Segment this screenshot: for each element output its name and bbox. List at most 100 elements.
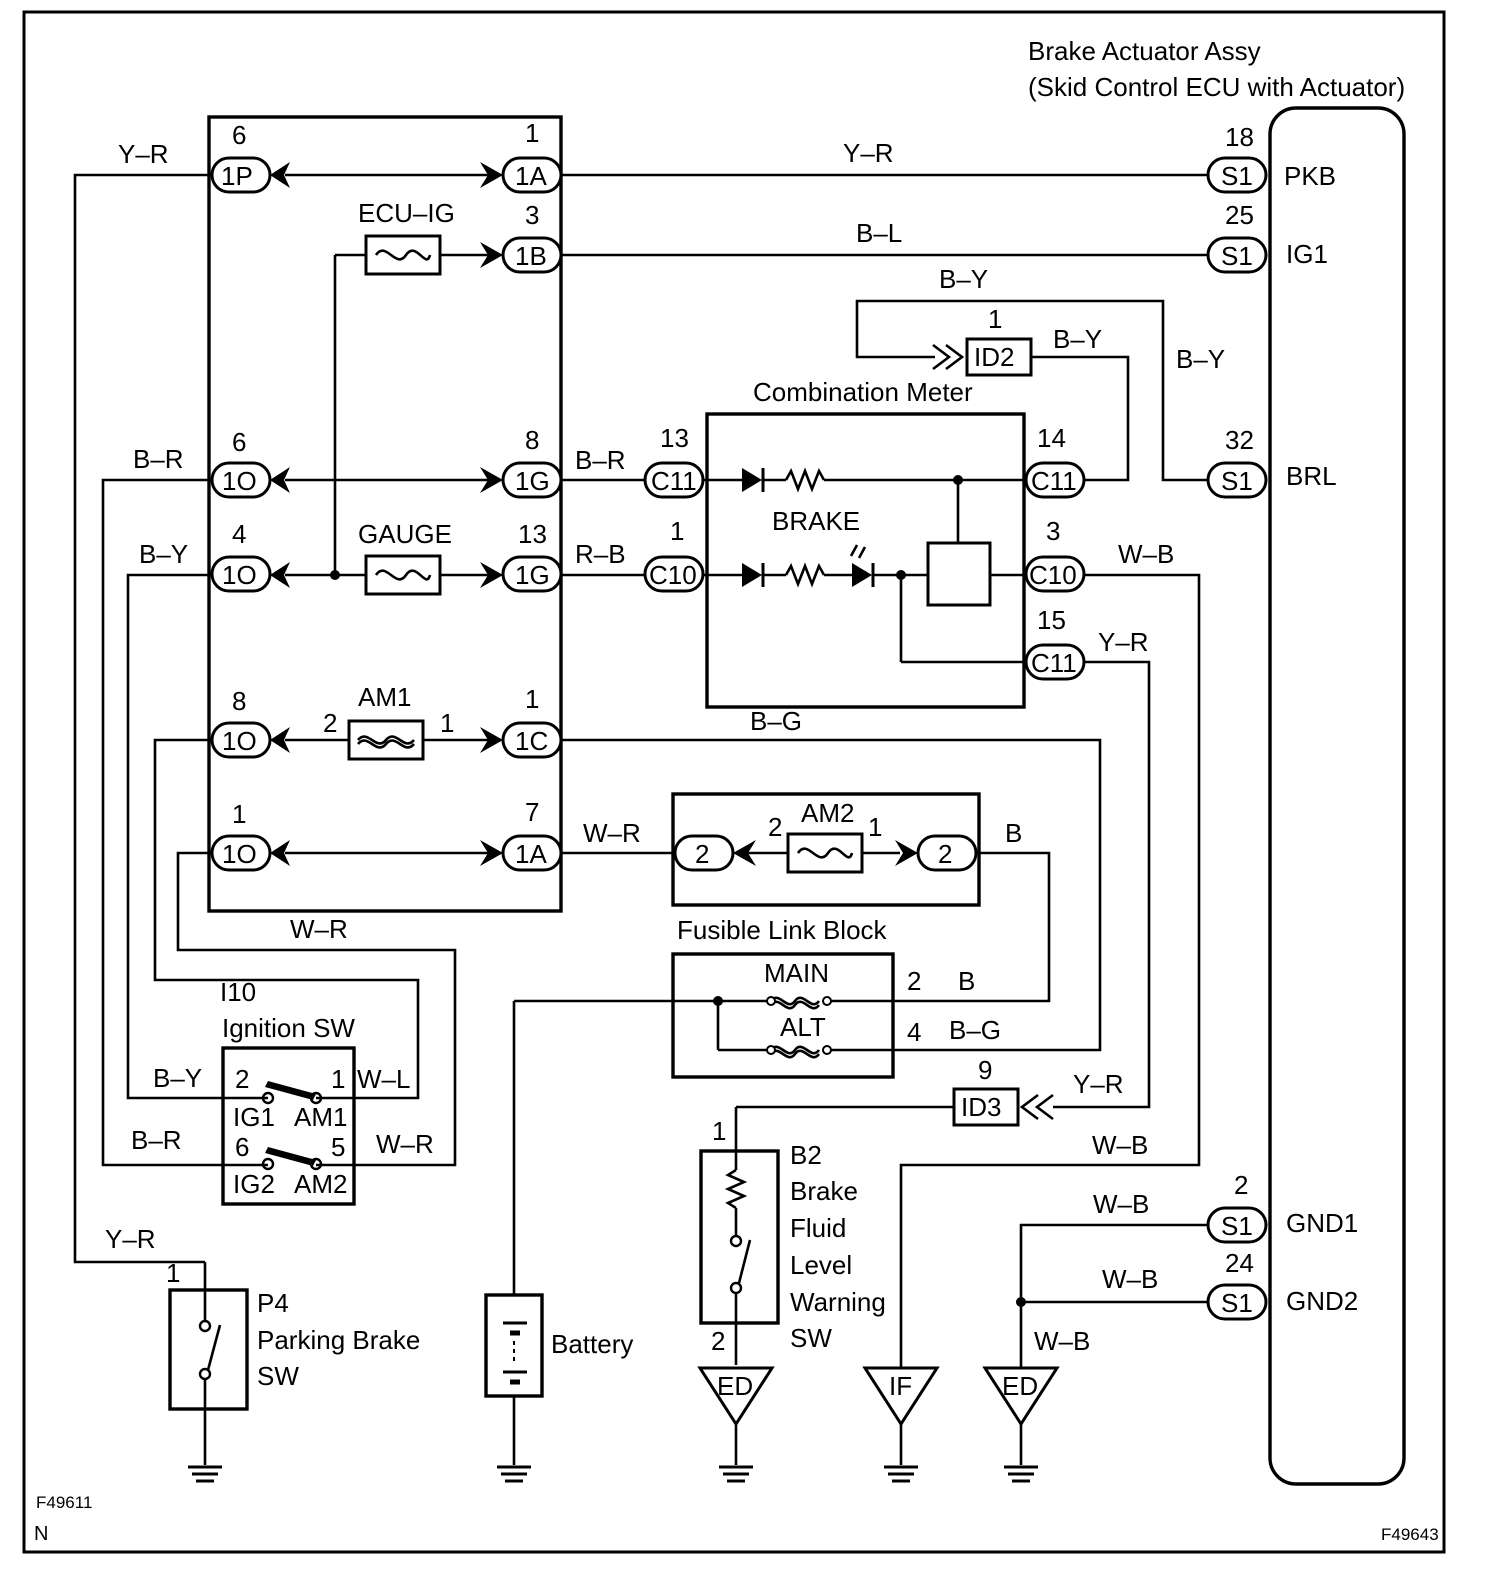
fuse-am2-label: AM2 [801, 798, 854, 828]
brake-actuator-assy: Brake Actuator Assy (Skid Control ECU wi… [1028, 36, 1406, 1486]
gnd2-signal: GND2 [1286, 1286, 1358, 1316]
wire-label: B [958, 966, 975, 996]
bfl-code: B2 [790, 1140, 822, 1170]
conn-1b-pin: 3 [525, 200, 539, 230]
parking-sw-line2: SW [257, 1361, 299, 1391]
meter-ic [926, 541, 992, 607]
c10-3-pin: 3 [1046, 516, 1060, 546]
id2-connector: ID2 1 [932, 304, 1033, 377]
c11-13-pin: 13 [660, 423, 689, 453]
earth-parking [188, 1465, 222, 1483]
wire-label: B–R [131, 1125, 182, 1155]
battery-label: Battery [551, 1329, 633, 1359]
wire-label: Y–R [1073, 1069, 1124, 1099]
ign-pin-6: 6 [235, 1132, 249, 1162]
earth-battery [497, 1465, 531, 1483]
wire-label: B–G [949, 1015, 1001, 1045]
conn-1p-label: 1P [221, 161, 253, 191]
ground-ed-right-label: ED [1002, 1371, 1038, 1401]
brake-actuator-title: Brake Actuator Assy [1028, 36, 1261, 66]
figure-code-left: F49611 [36, 1493, 92, 1512]
wire-label: W–B [1034, 1326, 1090, 1356]
c11-14-label: C11 [1031, 466, 1077, 496]
fuse-am1-pin-left: 2 [323, 708, 337, 738]
outer-frame [22, 10, 1446, 1554]
bfl-line4: Warning [790, 1287, 886, 1317]
wire-label: W–B [1102, 1264, 1158, 1294]
conn-1o-c-pin: 8 [232, 686, 246, 716]
ground-if: IF [862, 1366, 940, 1465]
c11-15-label: C11 [1031, 648, 1077, 678]
s1-gnd2-pin: 24 [1225, 1248, 1254, 1278]
ground-ed-left: ED [697, 1366, 775, 1465]
conn-1o-d-pin: 1 [232, 799, 246, 829]
conn-1o-b-pin: 4 [232, 519, 246, 549]
ig1-signal: IG1 [1286, 239, 1328, 269]
id3-pin: 9 [978, 1055, 992, 1085]
ground-ed-left-label: ED [717, 1371, 753, 1401]
c11-14-pin: 14 [1037, 423, 1066, 453]
conn-1a-bottom-label: 1A [515, 839, 547, 869]
fusible-link-block: Fusible Link Block MAIN ALT 2 4 [671, 915, 921, 1079]
figure-code-right: F49643 [1381, 1525, 1439, 1544]
conn-1a-bottom-pin: 7 [525, 797, 539, 827]
bfl-line1: Brake [790, 1176, 858, 1206]
wire-label: B–R [575, 445, 626, 475]
fuse-am1-label: AM1 [358, 682, 411, 712]
conn-1c-pin: 1 [525, 684, 539, 714]
s1-pkb-connector: S1 [1221, 161, 1253, 191]
ign-terminal-am1: AM1 [294, 1102, 347, 1132]
combination-meter-title: Combination Meter [753, 377, 973, 407]
conn-1g-b-pin: 13 [518, 519, 547, 549]
conn-1o-b-label: 1O [222, 560, 257, 590]
s1-ig1-connector: S1 [1221, 241, 1253, 271]
am2-conn-left: 2 [695, 839, 709, 869]
id2-pin: 1 [988, 304, 1002, 334]
id3-connector: ID3 9 [952, 1055, 1054, 1127]
wire-label: W–L [357, 1064, 410, 1094]
s1-pkb-pin: 18 [1225, 122, 1254, 152]
ground-ed-right: ED [982, 1366, 1060, 1465]
wire-label: B–L [856, 218, 902, 248]
s1-ig1-pin: 25 [1225, 200, 1254, 230]
bfl-pin-top: 1 [712, 1116, 726, 1146]
wires [73, 173, 1208, 1368]
wire-label: B–Y [139, 539, 188, 569]
gnd1-signal: GND1 [1286, 1208, 1358, 1238]
wire-label: B–Y [153, 1063, 202, 1093]
ignition-sw-code: I10 [220, 977, 256, 1007]
conn-1o-d-label: 1O [222, 839, 257, 869]
c10-1-label: C10 [649, 560, 697, 590]
brake-actuator-subtitle: (Skid Control ECU with Actuator) [1028, 72, 1405, 102]
fusible-link-title: Fusible Link Block [677, 915, 888, 945]
conn-1p-pin: 6 [232, 120, 246, 150]
bfl-line2: Fluid [790, 1213, 846, 1243]
brake-fluid-level-switch: 1 2 B2 Brake Fluid Level Warning SW [699, 1105, 954, 1365]
fuse-gauge [364, 554, 442, 596]
c10-1-pin: 1 [670, 516, 684, 546]
wire-label: B–Y [939, 264, 988, 294]
fuse-am1-pin-right: 1 [440, 708, 454, 738]
wire-label: Y–R [843, 138, 894, 168]
s1-gnd2-connector: S1 [1221, 1288, 1253, 1318]
ign-pin-1: 1 [331, 1064, 345, 1094]
wire-label: B–R [133, 444, 184, 474]
fuse-main-label: MAIN [764, 958, 829, 988]
am2-pin-right: 1 [868, 812, 882, 842]
wire-label: R–B [575, 539, 626, 569]
earth-symbols [188, 1465, 1038, 1483]
s1-gnd1-connector: S1 [1221, 1211, 1253, 1241]
battery: Battery [484, 999, 718, 1465]
ign-terminal-am2: AM2 [294, 1169, 347, 1199]
fuse-gauge-label: GAUGE [358, 519, 452, 549]
wire-label: W–B [1118, 539, 1174, 569]
conn-1b-label: 1B [515, 241, 547, 271]
combination-meter: Combination Meter C11 13 C10 1 C11 14 C1… [643, 377, 1086, 709]
parking-sw-code: P4 [257, 1288, 289, 1318]
fuse-ecu-ig-label: ECU–IG [358, 198, 455, 228]
conn-1o-c-label: 1O [222, 726, 257, 756]
wire-label: B–Y [1176, 344, 1225, 374]
wire-label: B–G [750, 706, 802, 736]
wire-label: B–Y [1053, 324, 1102, 354]
